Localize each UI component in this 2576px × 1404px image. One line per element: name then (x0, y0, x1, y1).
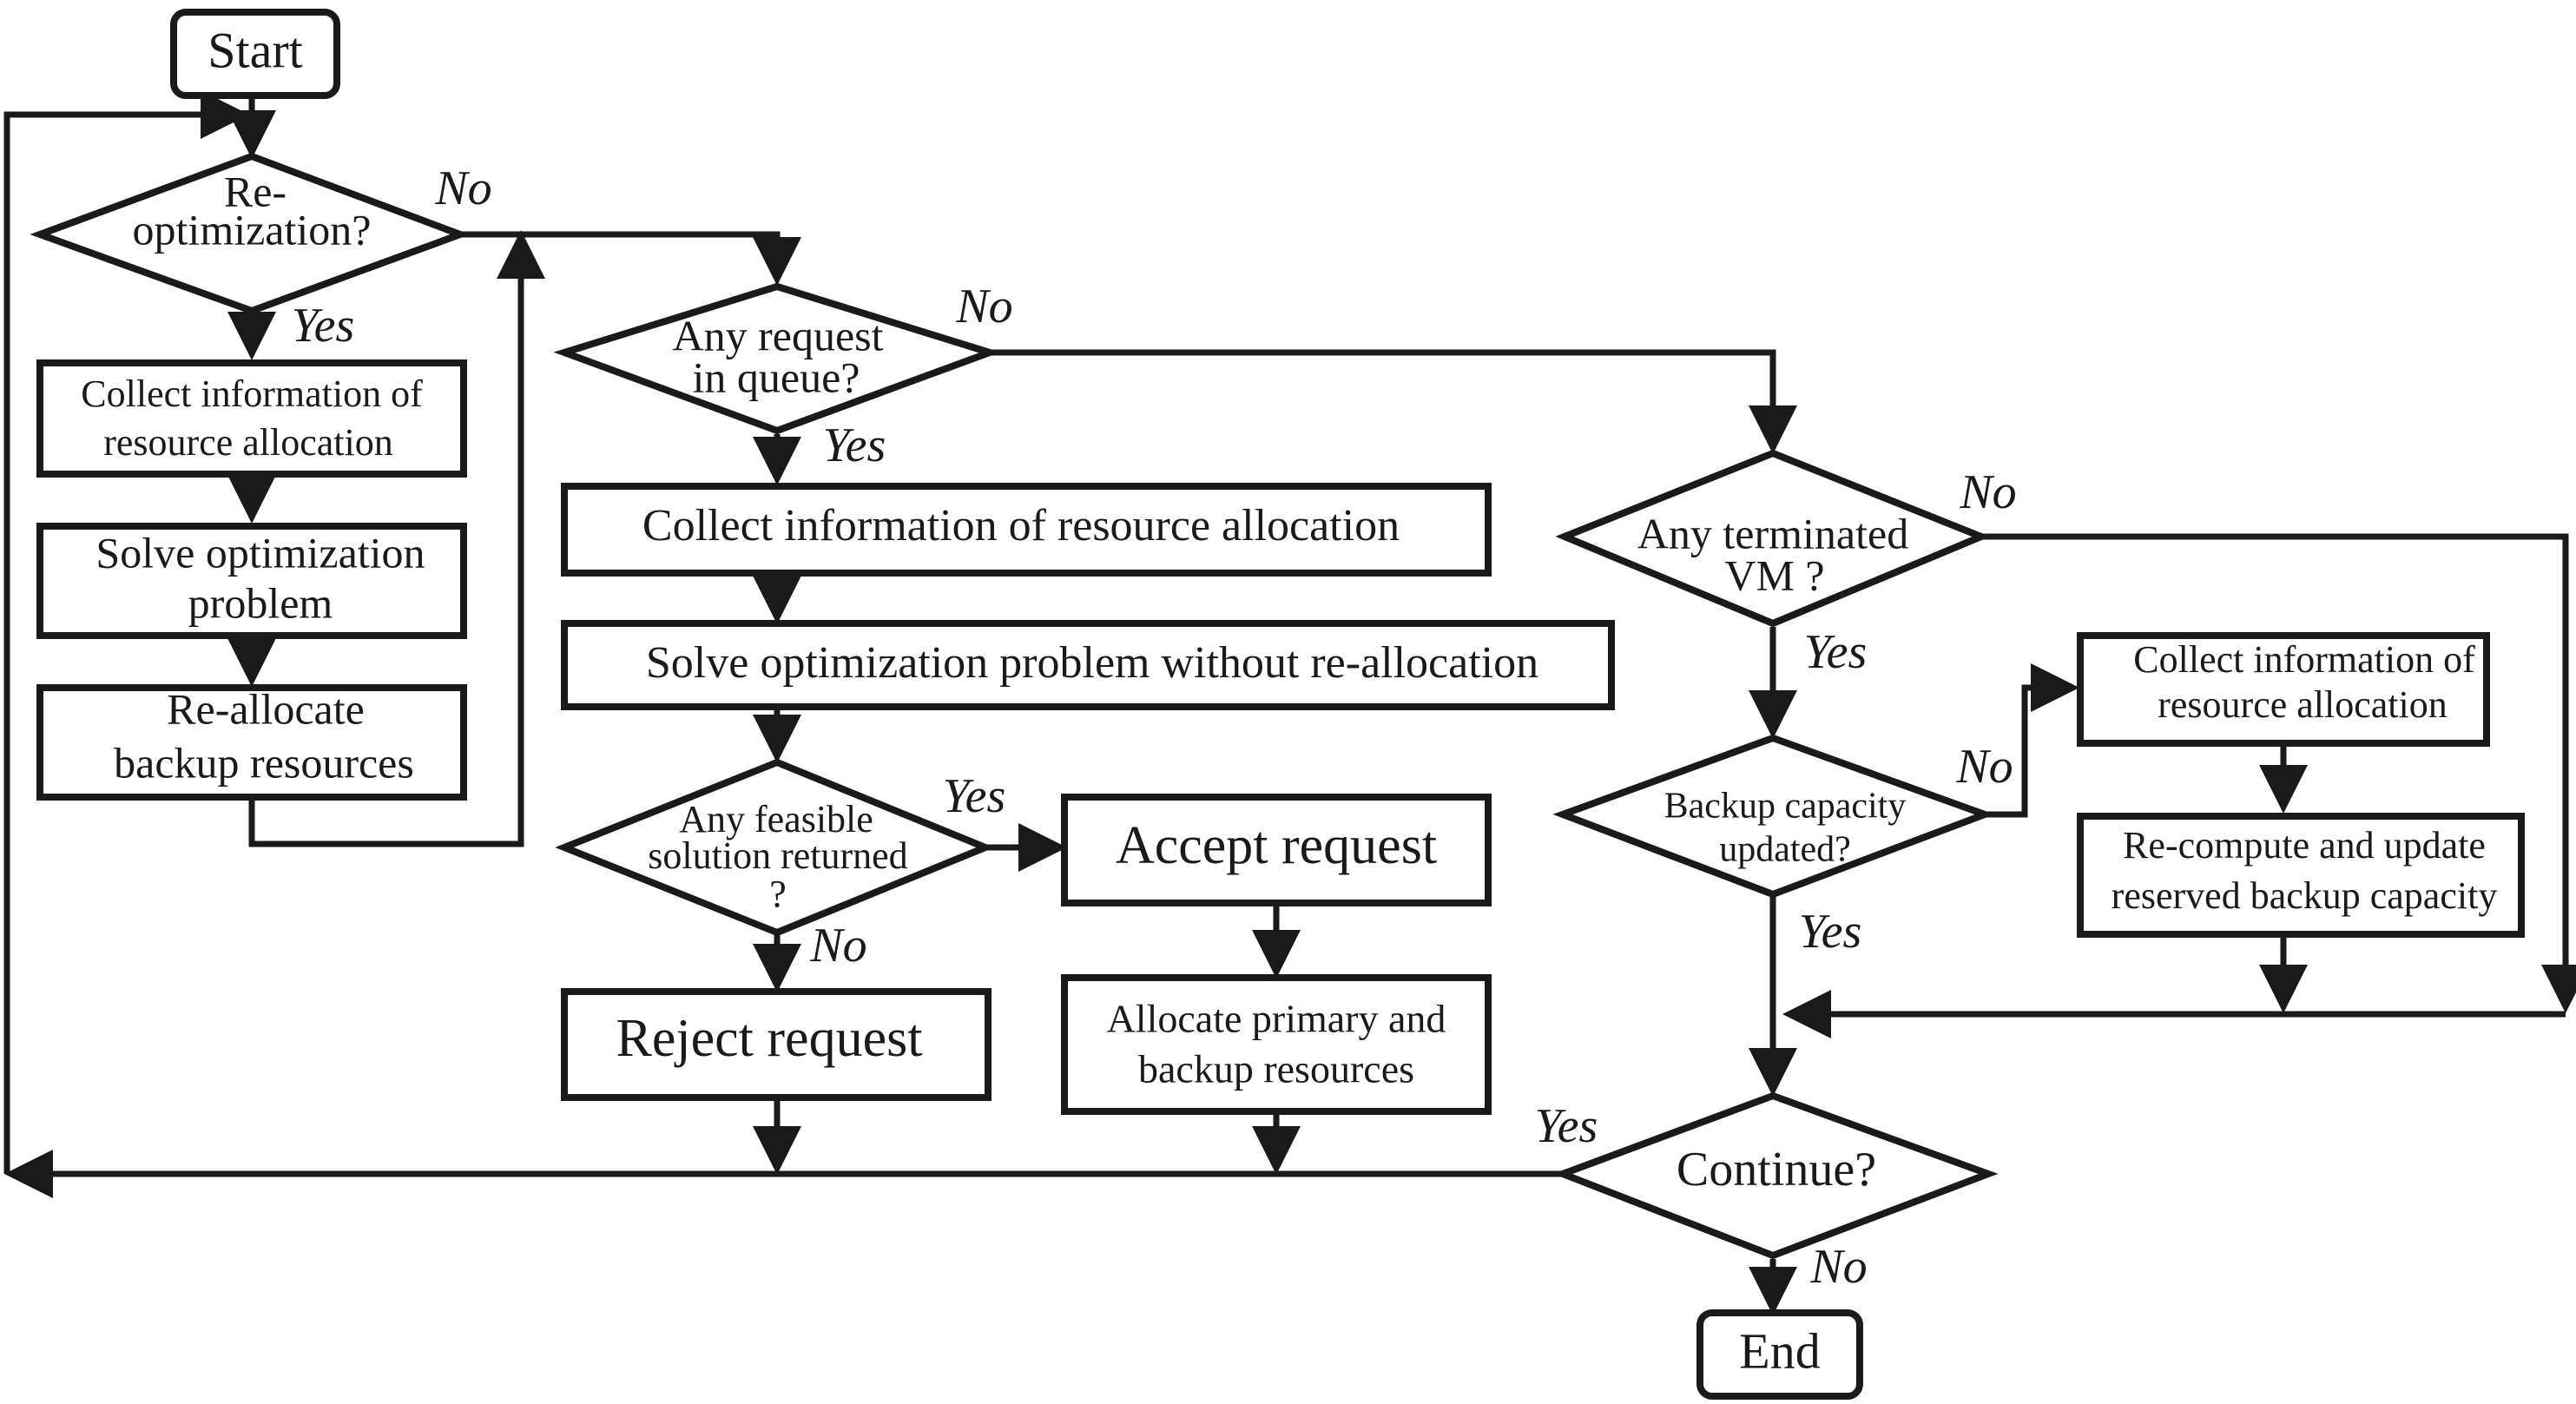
edges (3, 90, 2576, 1315)
edge-terminated-no (1981, 533, 2576, 1013)
request-no-label: No (955, 280, 1012, 333)
continue-yes-label: Yes (1535, 1099, 1598, 1153)
edge-reallocate-loop (248, 230, 545, 847)
feasible-yes-label: Yes (943, 769, 1006, 823)
start-label: Start (208, 22, 303, 78)
allocate-line1: Allocate primary and (1107, 997, 1446, 1041)
reallocate-line2: backup resources (114, 738, 414, 787)
edge-backup-no (1985, 663, 2079, 818)
continue-decision: Continue? (1552, 1091, 1999, 1260)
reject-request-box: Reject request (561, 988, 992, 1101)
terminated-line1: Any terminated (1637, 509, 1908, 557)
feasible-line3: ? (769, 873, 787, 915)
accept-label: Accept request (1116, 816, 1437, 875)
continue-no-label: No (1809, 1240, 1867, 1294)
terminated-line2: VM ? (1724, 550, 1824, 599)
terminated-no-label: No (1959, 465, 2016, 519)
feasible-line1: Any feasible (679, 798, 873, 840)
reallocate-backup-box: Re-allocate backup resources (36, 684, 467, 801)
collect-left-line2: resource allocation (103, 421, 393, 464)
end-label: End (1739, 1322, 1820, 1379)
feasible-no-label: No (809, 919, 866, 972)
request-q-line1: Any request (673, 311, 884, 359)
terminated-yes-label: Yes (1804, 625, 1868, 679)
reopt-label-line1: Re- (224, 167, 287, 215)
collect-info-mid-box: Collect information of resource allocati… (561, 483, 1492, 577)
backup-no-label: No (1955, 740, 2013, 794)
collect-mid-label: Collect information of resource allocati… (642, 501, 1400, 550)
backup-line2: updated? (1719, 830, 1851, 870)
solve-mid-label: Solve optimization problem without re-al… (646, 638, 1538, 688)
reject-label: Reject request (616, 1009, 923, 1068)
collect-right-line2: resource allocation (2158, 683, 2448, 726)
recompute-line2: reserved backup capacity (2112, 874, 2498, 917)
request-yes-label: Yes (823, 419, 886, 472)
allocate-line2: backup resources (1138, 1047, 1414, 1091)
collect-info-left-box: Collect information of resource allocati… (36, 359, 467, 478)
reallocate-line1: Re-allocate (167, 684, 365, 733)
recompute-backup-box: Re-compute and update reserved backup ca… (2077, 813, 2525, 938)
reopt-yes-label: Yes (292, 299, 355, 353)
accept-request-box: Accept request (1061, 794, 1492, 906)
reopt-label-line2: optimization? (133, 205, 372, 254)
end-terminal: End (1696, 1309, 1863, 1400)
edge-request-no (990, 349, 1797, 454)
edge-labels: No Yes No Yes Yes No No Yes No Yes Yes N… (292, 161, 2017, 1294)
solve-left-line2: problem (188, 578, 333, 627)
start-terminal: Start (170, 9, 340, 99)
solve-left-line1: Solve optimization (96, 528, 425, 577)
reoptimization-decision: Re- optimization? (30, 152, 471, 315)
terminated-vm-decision: Any terminated VM ? (1555, 449, 1991, 628)
collect-left-line1: Collect information of (81, 372, 423, 415)
collect-info-right-box: Collect information of resource allocati… (2077, 632, 2490, 747)
request-q-line2: in queue? (693, 353, 860, 401)
feasible-line2: solution returned (648, 834, 907, 877)
reopt-no-label: No (434, 161, 491, 215)
edge-loop-back-up (3, 90, 249, 1174)
backup-capacity-decision: Backup capacity updated? (1552, 734, 1995, 899)
allocate-resources-box: Allocate primary and backup resources (1061, 974, 1492, 1115)
solve-optimization-mid-box: Solve optimization problem without re-al… (561, 620, 1615, 710)
request-queue-decision: Any request in queue? (553, 282, 1001, 435)
feasible-solution-decision: Any feasible solution returned ? (555, 758, 995, 937)
collect-right-line1: Collect information of (2133, 638, 2475, 681)
recompute-line1: Re-compute and update (2123, 824, 2486, 867)
solve-optimization-left-box: Solve optimization problem (36, 523, 467, 639)
backup-line1: Backup capacity (1664, 787, 1907, 827)
edge-reopt-no (460, 231, 801, 286)
continue-label: Continue? (1677, 1143, 1876, 1196)
backup-yes-label: Yes (1799, 905, 1862, 959)
